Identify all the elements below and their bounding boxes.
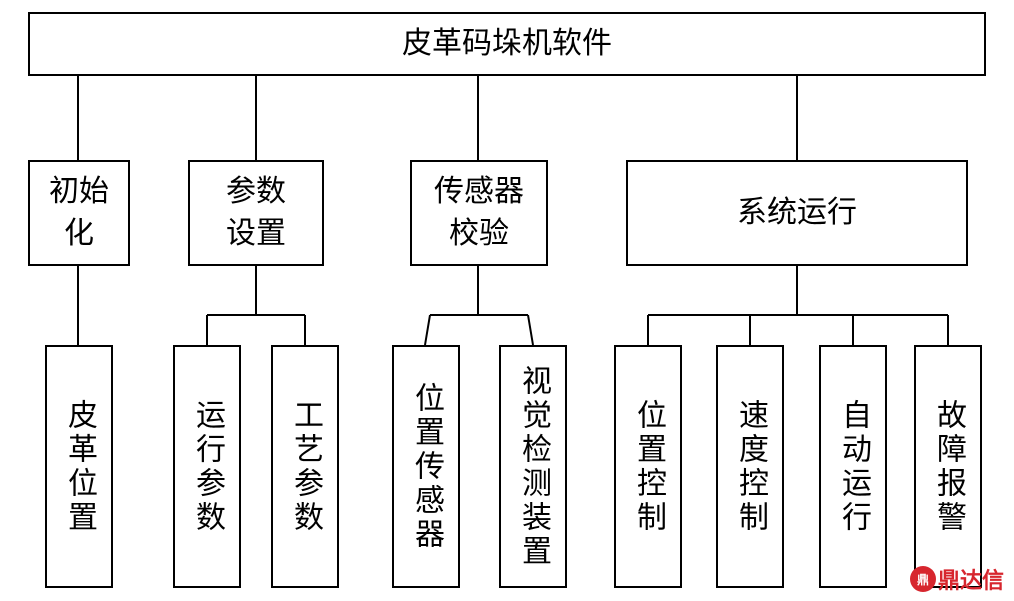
leaf-vision-device: 视觉检测装置 (499, 345, 567, 588)
module-label: 参数设置 (226, 174, 286, 251)
leaf-label: 故障报警 (931, 398, 966, 535)
leaf-auto-run: 自动运行 (819, 345, 887, 588)
leaf-label: 位置控制 (631, 398, 666, 535)
leaf-label: 工艺参数 (288, 398, 323, 535)
module-sensor-calibration: 传感器校验 (410, 160, 548, 266)
leaf-label: 视觉检测装置 (516, 364, 551, 569)
logo-mark-icon: 鼎 (910, 566, 936, 592)
leaf-leather-position: 皮革位置 (45, 345, 113, 588)
module-parameter-settings: 参数设置 (188, 160, 324, 266)
leaf-fault-alarm: 故障报警 (914, 345, 982, 588)
module-label: 传感器校验 (434, 174, 524, 251)
leaf-label: 速度控制 (733, 398, 768, 535)
leaf-process-parameters: 工艺参数 (271, 345, 339, 588)
root-node: 皮革码垛机软件 (28, 12, 986, 76)
leaf-position-sensor: 位置传感器 (392, 345, 460, 588)
leaf-label: 皮革位置 (62, 398, 97, 535)
leaf-label: 位置传感器 (409, 381, 444, 552)
module-initialization: 初始化 (28, 160, 130, 266)
module-system-operation: 系统运行 (626, 160, 968, 266)
leaf-run-parameters: 运行参数 (173, 345, 241, 588)
leaf-label: 自动运行 (836, 398, 871, 535)
module-label: 初始化 (49, 174, 109, 251)
leaf-label: 运行参数 (190, 398, 225, 535)
watermark-logo: 鼎 鼎达信 (910, 563, 1004, 595)
watermark-text: 鼎达信 (938, 569, 1005, 594)
leaf-position-control: 位置控制 (614, 345, 682, 588)
leaf-speed-control: 速度控制 (716, 345, 784, 588)
root-label: 皮革码垛机软件 (402, 26, 612, 61)
module-label: 系统运行 (737, 195, 857, 230)
